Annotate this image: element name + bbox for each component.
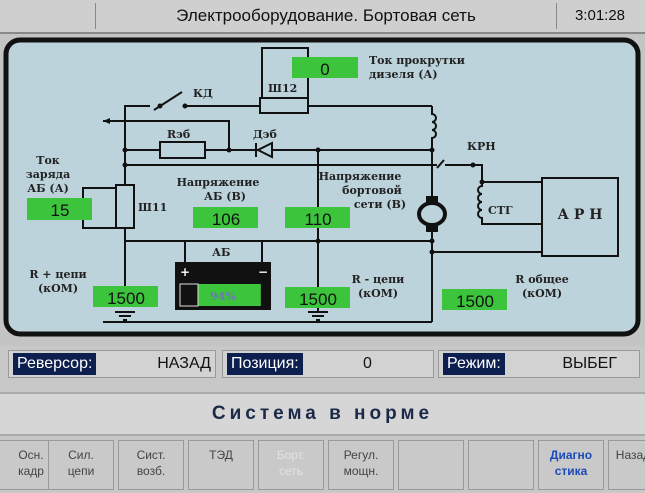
position-value: 0 — [363, 355, 372, 372]
empty-button-1[interactable] — [398, 440, 464, 490]
battery-minus: − — [258, 265, 268, 279]
krn-label: КРН — [467, 140, 496, 153]
charge-current-value: 15 — [51, 201, 70, 220]
crank-current-box — [292, 57, 358, 78]
reverser-status: Реверсор: НАЗАД — [8, 350, 216, 378]
charge-current-label-2: заряда — [26, 168, 70, 181]
title-bar: Электрооборудование. Бортовая сеть 3:01:… — [0, 0, 645, 34]
mode-status: Режим: ВЫБЕГ — [438, 350, 640, 378]
mode-label: Режим: — [443, 353, 505, 375]
r-minus-label: R - цепи — [352, 273, 405, 286]
page-title: Электрооборудование. Бортовая сеть — [95, 3, 557, 29]
reverser-value: НАЗАД — [157, 355, 211, 372]
battery-voltage-box — [193, 207, 258, 228]
reb-label: Rэб — [167, 128, 190, 141]
crank-current-unit: дизеля (А) — [369, 68, 438, 81]
back-button[interactable]: Назад — [608, 440, 645, 490]
r-total-value: 1500 — [456, 292, 494, 311]
mode-value: ВЫБЕГ — [562, 355, 617, 372]
battery-charge: 94% — [210, 290, 236, 303]
r-plus-value: 1500 — [107, 289, 145, 308]
network-voltage-label: Напряжение — [319, 170, 402, 183]
r-plus-box — [93, 286, 158, 307]
battery-plus: + — [180, 265, 190, 279]
sh12-label: Ш12 — [268, 82, 297, 95]
battery-voltage-unit: АБ (В) — [204, 190, 246, 203]
network-voltage-value: 110 — [304, 210, 331, 229]
battery-voltage-value: 106 — [212, 210, 240, 229]
battery-label: АБ — [212, 246, 230, 259]
battery-icon: + − 94% — [175, 262, 271, 310]
traction-motors-button[interactable]: ТЭД — [188, 440, 254, 490]
clock: 3:01:28 — [574, 7, 626, 24]
network-voltage-unit: сети (В) — [354, 198, 406, 211]
crank-current-label: Ток прокрутки — [369, 54, 465, 67]
battery-voltage-label: Напряжение — [177, 176, 260, 189]
electrical-diagram: + − 94% АБ КД Ш12 Ш11 Rэб Дэб КРН СТГ А … — [0, 34, 645, 346]
r-total-box — [442, 289, 507, 310]
system-message: Система в норме — [0, 392, 645, 436]
crank-current-value: 0 — [320, 60, 329, 79]
stg-label: СТГ — [488, 204, 513, 217]
sh11-label: Ш11 — [138, 201, 167, 214]
power-regulation-button[interactable]: Регул. мощн. — [328, 440, 394, 490]
r-plus-label: R + цепи — [29, 268, 86, 281]
r-minus-value: 1500 — [299, 290, 337, 309]
r-minus-unit: (кОМ) — [358, 287, 398, 300]
r-total-label: R общее — [515, 273, 569, 286]
diagnostics-button[interactable]: Диагно стика — [538, 440, 604, 490]
reverser-label: Реверсор: — [13, 353, 97, 375]
power-circuits-button[interactable]: Сил. цепи — [48, 440, 114, 490]
generator-icon — [417, 196, 447, 232]
network-voltage-label-2: бортовой — [342, 184, 402, 197]
r-plus-unit: (кОМ) — [38, 282, 78, 295]
position-label: Позиция: — [227, 353, 303, 375]
r-minus-box — [285, 287, 350, 308]
deb-label: Дэб — [253, 128, 277, 141]
charge-current-unit: АБ (А) — [27, 182, 69, 195]
charge-current-label: Ток — [36, 154, 60, 167]
position-status: Позиция: 0 — [222, 350, 434, 378]
network-voltage-box — [285, 207, 350, 228]
r-total-unit: (кОМ) — [522, 287, 562, 300]
excitation-system-button[interactable]: Сист. возб. — [118, 440, 184, 490]
arn-label: А Р Н — [558, 207, 603, 223]
empty-button-2[interactable] — [468, 440, 534, 490]
kd-label: КД — [193, 87, 213, 100]
onboard-network-button[interactable]: Борт. сеть — [258, 440, 324, 490]
charge-current-box — [27, 198, 92, 220]
